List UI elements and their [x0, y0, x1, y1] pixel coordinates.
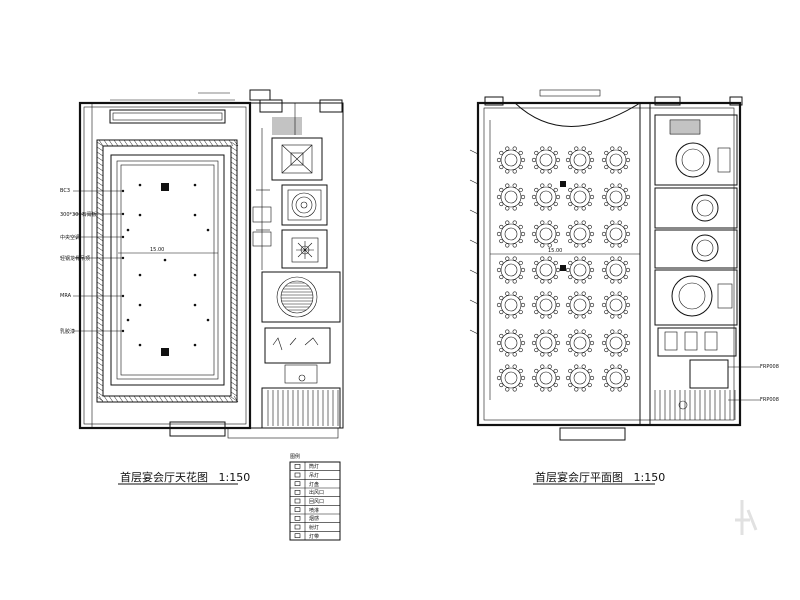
legend-row-7: 射灯	[309, 525, 320, 531]
callout-right-2: FRP008	[760, 397, 779, 403]
callout-left-4: 轻钢龙骨吊顶	[60, 256, 91, 262]
right-floor-plan: 15.00	[469, 89, 760, 441]
callout-left-1: BC3	[60, 188, 71, 194]
legend-row-8: 灯带	[309, 533, 320, 540]
right-dimension: 15.00	[548, 248, 562, 254]
legend-header: 图例	[290, 454, 301, 460]
legend-row-1: 吊灯	[309, 473, 320, 479]
callout-left-6: 乳胶漆	[60, 329, 76, 335]
watermark-mark	[735, 500, 758, 535]
callout-right-1: FRP008	[760, 364, 779, 370]
right-scale-text: 1:150	[633, 471, 666, 484]
legend-row-0: 筒灯	[309, 464, 320, 471]
right-title-text: 首层宴会厅平面图	[535, 471, 623, 484]
legend-table	[289, 461, 341, 541]
callout-left-5: MRA	[60, 293, 72, 299]
callout-left-3: 中央空调	[60, 235, 81, 241]
left-title-text: 首层宴会厅天花图	[120, 471, 208, 484]
left-plan-title: 首层宴会厅天花图 1:150	[120, 469, 250, 485]
legend-row-6: 烟感	[309, 516, 320, 523]
left-scale-text: 1:150	[218, 471, 251, 484]
legend-row-5: 喷淋	[309, 507, 320, 514]
left-ceiling-plan: 15.00	[73, 89, 344, 439]
legend-row-2: 灯盘	[309, 481, 320, 488]
left-dimension: 15.00	[150, 247, 164, 253]
callout-left-2: 300*300石膏板	[60, 212, 97, 218]
legend-row-4: 回风口	[309, 499, 325, 505]
legend-row-3: 出风口	[309, 490, 325, 497]
right-plan-title: 首层宴会厅平面图 1:150	[535, 469, 665, 485]
